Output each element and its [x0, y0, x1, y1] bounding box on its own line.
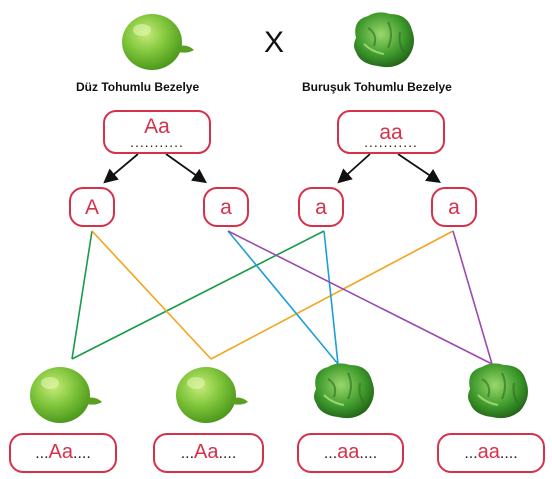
wrinkled-pea-icon	[314, 363, 374, 419]
left-parent-genotype-box: Aa ...........	[103, 110, 211, 154]
offspring-box-4: ...aa....	[437, 433, 545, 473]
gamete-A: A	[69, 187, 115, 227]
smooth-pea-icon	[176, 367, 248, 423]
smooth-pea-icon	[122, 14, 194, 70]
gamete-a-1: a	[203, 187, 249, 227]
cross-line-purple-2	[452, 230, 493, 365]
smooth-pea-icon	[30, 367, 102, 423]
right-parent-label: Buruşuk Tohumlu Bezelye	[302, 80, 452, 94]
cross-line-green-1	[71, 230, 93, 360]
arrow-left-to-A	[103, 153, 139, 184]
offspring-box-3: ...aa....	[297, 433, 404, 473]
arrow-right-to-a1	[337, 153, 371, 184]
offspring-box-1: ...Aa....	[9, 433, 117, 473]
cross-line-purple-1	[227, 230, 493, 365]
cross-line-blue-2	[323, 230, 339, 365]
cross-symbol: X	[264, 26, 285, 59]
offspring-box-2: ...Aa....	[153, 433, 264, 473]
arrow-right-to-a2	[397, 153, 441, 184]
cross-line-green-2	[71, 230, 325, 360]
cross-line-blue-1	[227, 230, 339, 365]
right-parent-genotype: aa	[379, 121, 403, 144]
offspring-4-text: ...aa....	[464, 441, 518, 463]
gamete-a-2: a	[298, 187, 344, 227]
right-parent-dots: ...........	[364, 134, 418, 150]
left-parent-label: Düz Tohumlu Bezelye	[76, 80, 200, 94]
offspring-3-text: ...aa....	[323, 441, 378, 463]
cross-line-orange-2	[210, 230, 454, 360]
cross-line-orange-1	[91, 230, 212, 360]
offspring-1-text: ...Aa....	[35, 441, 91, 463]
offspring-2-text: ...Aa....	[180, 441, 237, 463]
wrinkled-pea-icon	[468, 363, 528, 419]
wrinkled-pea-icon	[354, 12, 414, 68]
arrow-left-to-a	[165, 153, 207, 184]
left-parent-dots: ...........	[130, 134, 184, 150]
right-parent-genotype-box: aa ...........	[337, 110, 445, 154]
left-parent-genotype: Aa	[144, 115, 170, 138]
gamete-a-3: a	[431, 187, 477, 227]
